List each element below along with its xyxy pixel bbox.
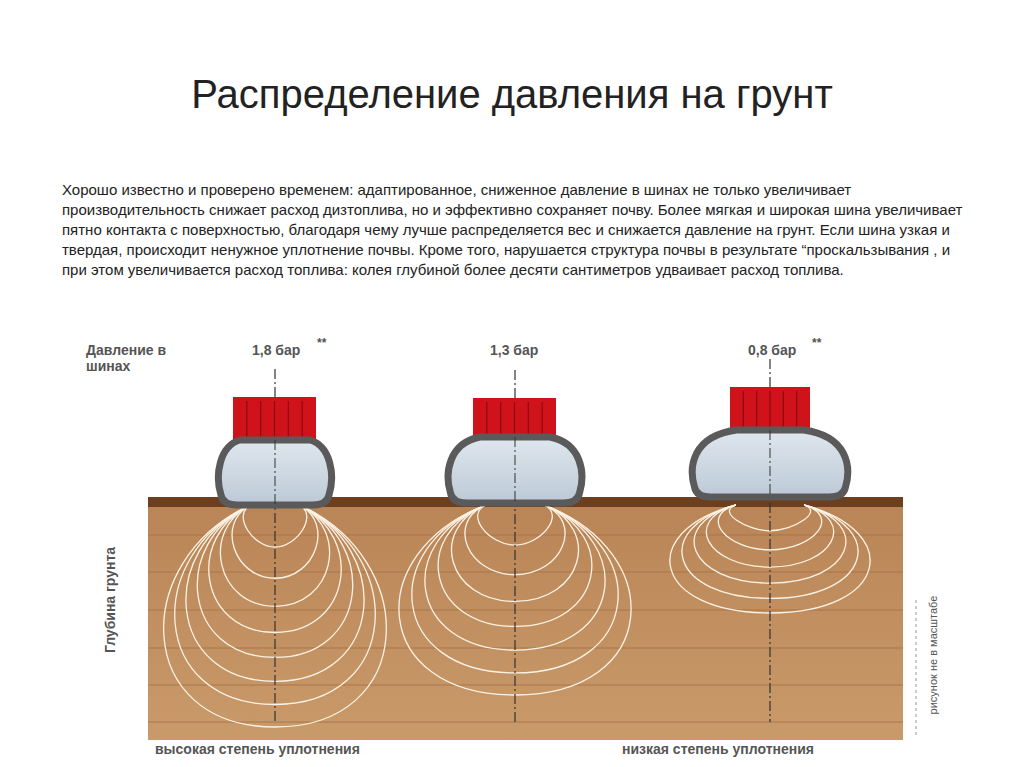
soil-body (148, 497, 903, 740)
center-line (770, 430, 771, 497)
tire (692, 387, 847, 497)
pressure-value: 1,8 бар (252, 342, 300, 358)
center-line (275, 440, 276, 505)
soil-layer-line (148, 534, 903, 535)
tire (218, 397, 331, 505)
scale-mark (916, 600, 917, 735)
tire-body (448, 437, 582, 503)
axis-label: Давление в шинах (86, 342, 198, 374)
tires (218, 387, 847, 505)
slide-title: Распределение давления на грунт (0, 72, 1024, 117)
compaction-label: высокая степень уплотнения (155, 741, 360, 757)
center-line (769, 359, 770, 722)
compaction-label: низкая степень уплотнения (622, 741, 814, 757)
soil-layers (148, 535, 903, 722)
soil-layer-line (148, 571, 903, 572)
footnote-mark: ** (812, 336, 821, 350)
tire-body (692, 430, 847, 497)
soil-layer-line (148, 647, 903, 648)
pressure-bulbs (164, 505, 870, 727)
footnote-mark: ** (317, 336, 326, 350)
scale-note: рисунок не в масштабе (927, 596, 939, 715)
tire (448, 398, 582, 503)
pressure-value: 0,8 бар (748, 342, 796, 358)
center-lines (275, 359, 770, 722)
body-text: Хорошо известно и проверено временем: ад… (62, 180, 967, 280)
soil-layer-line (148, 721, 903, 722)
center-line (515, 437, 516, 503)
soil-layer-line (148, 609, 903, 610)
axis-label: Глубина грунта (102, 547, 118, 653)
tire-body (218, 440, 331, 505)
soil-layer-line (148, 684, 903, 685)
pressure-value: 1,3 бар (490, 342, 538, 358)
